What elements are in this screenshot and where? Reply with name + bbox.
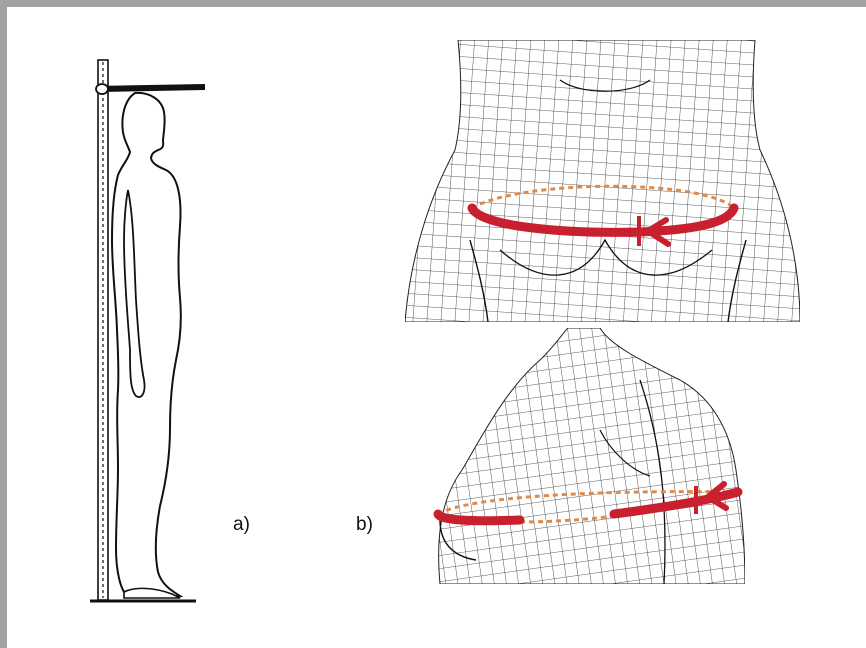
front-torso-wireframe xyxy=(405,40,800,322)
measuring-pole xyxy=(98,60,108,600)
side-torso-wireframe xyxy=(439,328,745,584)
human-profile xyxy=(112,93,181,597)
stadiometer-drawing xyxy=(90,60,205,601)
panel-label-b: b) xyxy=(356,514,373,536)
panel-label-a: a) xyxy=(233,514,250,536)
head-bar xyxy=(96,84,205,94)
